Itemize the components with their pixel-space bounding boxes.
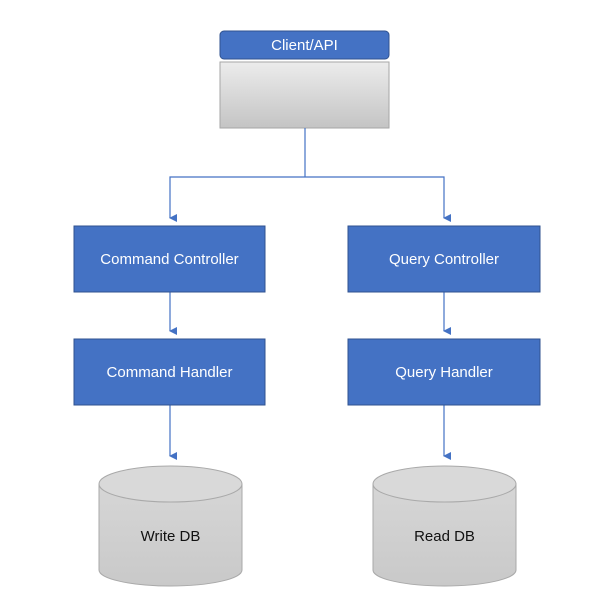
write-db-label: Write DB [141, 528, 201, 545]
write-db-cylinder-icon [98, 483, 243, 587]
connector-to-query-controller [305, 176, 451, 222]
command-handler-node: Command Handler [73, 338, 266, 406]
command-handler-box [73, 338, 266, 406]
client-api-label: Client/API [271, 37, 338, 54]
query-controller-box [347, 225, 541, 293]
write-db-node: Write DB [98, 465, 243, 587]
command-controller-label: Command Controller [100, 251, 238, 268]
command-controller-node: Command Controller [73, 225, 266, 293]
write-db-cylinder-top [98, 465, 243, 503]
query-controller-node: Query Controller [347, 225, 541, 293]
read-db-node: Read DB [372, 465, 517, 587]
query-handler-box [347, 338, 541, 406]
read-db-cylinder-icon [372, 483, 517, 587]
command-handler-label: Command Handler [107, 364, 233, 381]
client-api-panel [219, 61, 390, 129]
query-handler-label: Query Handler [395, 364, 493, 381]
query-handler-node: Query Handler [347, 338, 541, 406]
client-api-node: Client/API [219, 30, 390, 129]
read-db-label: Read DB [414, 528, 475, 545]
query-controller-label: Query Controller [389, 251, 499, 268]
command-controller-box [73, 225, 266, 293]
connector-to-command-controller [169, 176, 305, 222]
client-api-header [219, 30, 390, 60]
read-db-cylinder-top [372, 465, 517, 503]
connectors [169, 128, 451, 460]
